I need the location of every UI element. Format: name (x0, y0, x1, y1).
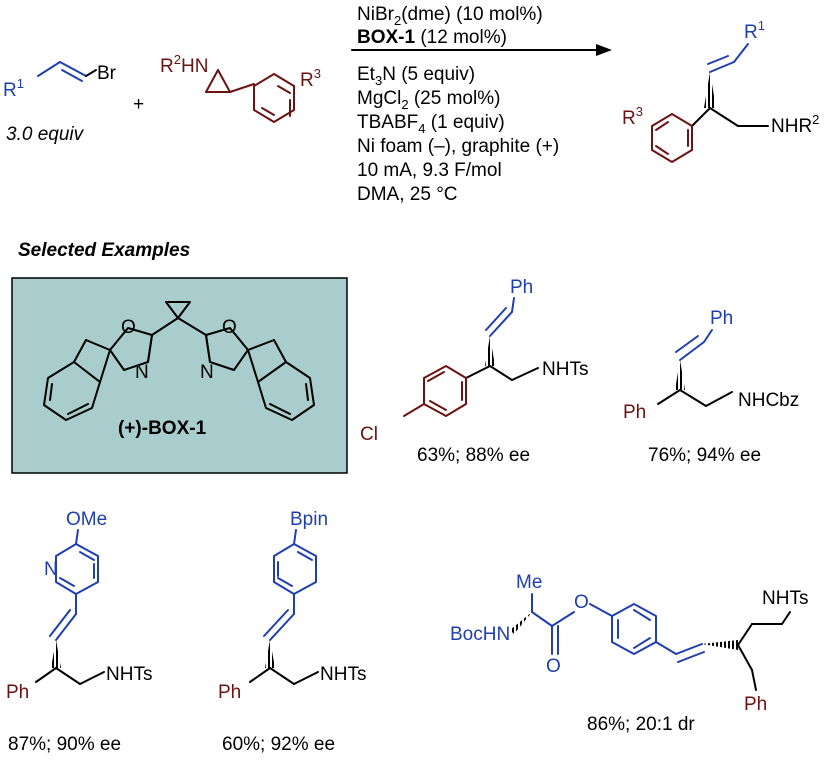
example-1-yield: 63%; 88% ee (417, 445, 530, 466)
section-title: Selected Examples (18, 240, 190, 261)
example-3-ph: Ph (6, 682, 29, 703)
example-4: Bpin Ph NHTs 60%; 92% ee (218, 509, 366, 755)
product: R1 R3 NHR2 (622, 18, 819, 163)
example-4-amine: NHTs (320, 664, 366, 685)
vinyl-equiv-label: 3.0 equiv (6, 124, 85, 145)
condition-line-8: DMA, 25 °C (357, 184, 458, 205)
product-r1-label: R1 (744, 18, 765, 43)
product-r3-label: R3 (622, 104, 643, 129)
example-2-yield: 76%; 94% ee (648, 445, 761, 466)
example-4-ph: Ph (218, 682, 241, 703)
vinyl-bromide: R1 Br 3.0 equiv (3, 61, 117, 145)
example-4-top: Bpin (290, 509, 328, 530)
example-5-yield: 86%; 20:1 dr (587, 714, 695, 735)
arrow-head (596, 44, 612, 56)
example-2: Ph Ph NHCbz 76%; 94% ee (623, 308, 799, 466)
ligand-n-left: N (135, 362, 149, 383)
conditions-block: NiBr2(dme) (10 mol%) BOX-1 (12 mol%) Et3… (357, 4, 559, 205)
example-3-n: N (44, 559, 58, 580)
example-5-ester-o: O (574, 592, 589, 613)
aziridine-r3-label: R3 (300, 66, 321, 91)
condition-line-7: 10 mA, 9.3 F/mol (357, 160, 502, 181)
plus-sign: + (133, 94, 144, 115)
example-3-yield: 87%; 90% ee (8, 734, 121, 755)
example-5-me: Me (516, 572, 542, 593)
example-1-amine: NHTs (542, 359, 588, 380)
aziridine-nh-label: R2HN (160, 52, 208, 77)
ligand-box: O N O N (+)-BOX-1 (11, 277, 348, 474)
condition-line-4: MgCl2 (25 mol%) (357, 88, 500, 112)
example-1: Ph Cl NHTs 63%; 88% ee (360, 277, 588, 466)
example-1-cl: Cl (360, 424, 378, 445)
example-3: OMe N Ph NHTs 87%; 90% ee (6, 509, 152, 755)
example-3-top: OMe (66, 509, 107, 530)
condition-line-1: NiBr2(dme) (10 mol%) (357, 4, 543, 28)
example-5-amine: NHTs (762, 588, 808, 609)
condition-line-6: Ni foam (–), graphite (+) (357, 136, 559, 157)
ligand-o-left: O (121, 317, 136, 338)
example-5: Me BocHN O O Ph NHTs 86%; 20:1 dr (450, 572, 808, 735)
example-5-ph: Ph (744, 694, 767, 715)
example-1-top: Ph (510, 277, 533, 298)
example-2-amine: NHCbz (738, 390, 799, 411)
example-3-amine: NHTs (106, 664, 152, 685)
vinyl-r1-label: R1 (3, 76, 24, 101)
ligand-name: (+)-BOX-1 (118, 418, 207, 439)
example-2-top: Ph (710, 308, 733, 329)
condition-line-2: BOX-1 (12 mol%) (357, 27, 507, 48)
product-nhr2-label: NHR2 (771, 112, 819, 137)
example-2-ph: Ph (623, 402, 646, 423)
example-5-carbonyl-o: O (546, 656, 561, 677)
example-4-yield: 60%; 92% ee (222, 734, 335, 755)
example-5-bochn: BocHN (450, 624, 510, 645)
condition-line-3: Et3N (5 equiv) (357, 64, 475, 88)
bromide-label: Br (97, 63, 117, 84)
aziridine: R2HN R3 (160, 52, 321, 123)
ligand-o-right: O (222, 317, 237, 338)
ligand-n-right: N (200, 362, 214, 383)
condition-line-5: TBABF4 (1 equiv) (357, 112, 505, 136)
product-stereo-wedge (704, 72, 716, 108)
ligand-box-background (11, 277, 348, 474)
